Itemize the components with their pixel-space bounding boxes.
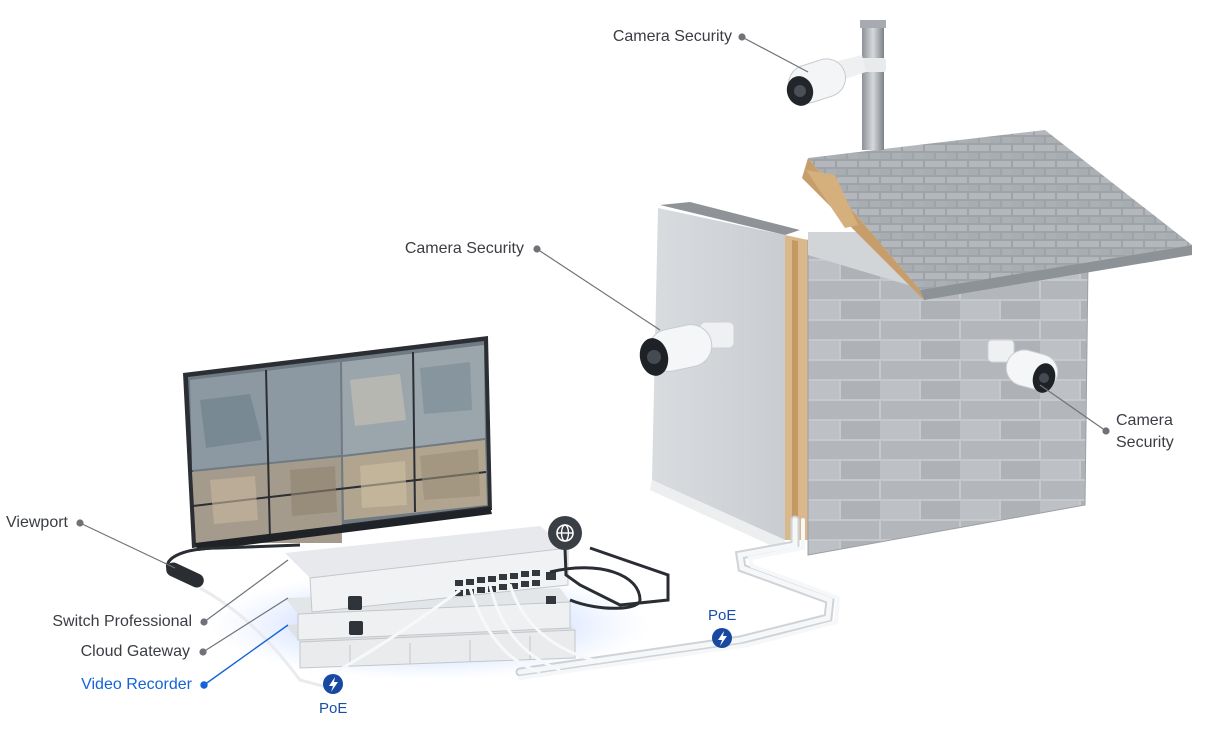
label-poe-left: PoE — [319, 700, 348, 717]
label-cloud-gateway: Cloud Gateway — [80, 643, 190, 660]
label-switch-professional: Switch Professional — [52, 613, 192, 630]
device-stack — [285, 526, 642, 682]
mount-pole — [860, 20, 886, 150]
monitor — [183, 336, 492, 551]
label-camera-left: Camera Security — [404, 240, 524, 257]
label-viewport: Viewport — [6, 514, 68, 531]
camera-left — [639, 321, 735, 376]
camera-right — [987, 339, 1059, 393]
poe-badge-right — [712, 628, 732, 648]
internet-cable — [563, 546, 670, 607]
globe-icon — [548, 516, 582, 550]
lightning-bolt-icon — [718, 631, 727, 646]
label-camera-right-line1: Camera — [1116, 412, 1173, 429]
poe-badge-left — [323, 674, 343, 694]
viewport-device — [166, 543, 331, 690]
label-camera-top: Camera Security — [612, 28, 732, 45]
callout-leaders — [76, 33, 1110, 656]
label-poe-right: PoE — [708, 607, 737, 624]
label-camera-right-line2: Security — [1116, 434, 1174, 451]
house — [650, 130, 1192, 556]
label-video-recorder: Video Recorder — [81, 676, 192, 693]
callout-leader-recorder — [200, 624, 289, 689]
camera-top — [786, 55, 866, 106]
house-cables — [515, 515, 841, 680]
lightning-bolt-icon — [329, 677, 338, 692]
